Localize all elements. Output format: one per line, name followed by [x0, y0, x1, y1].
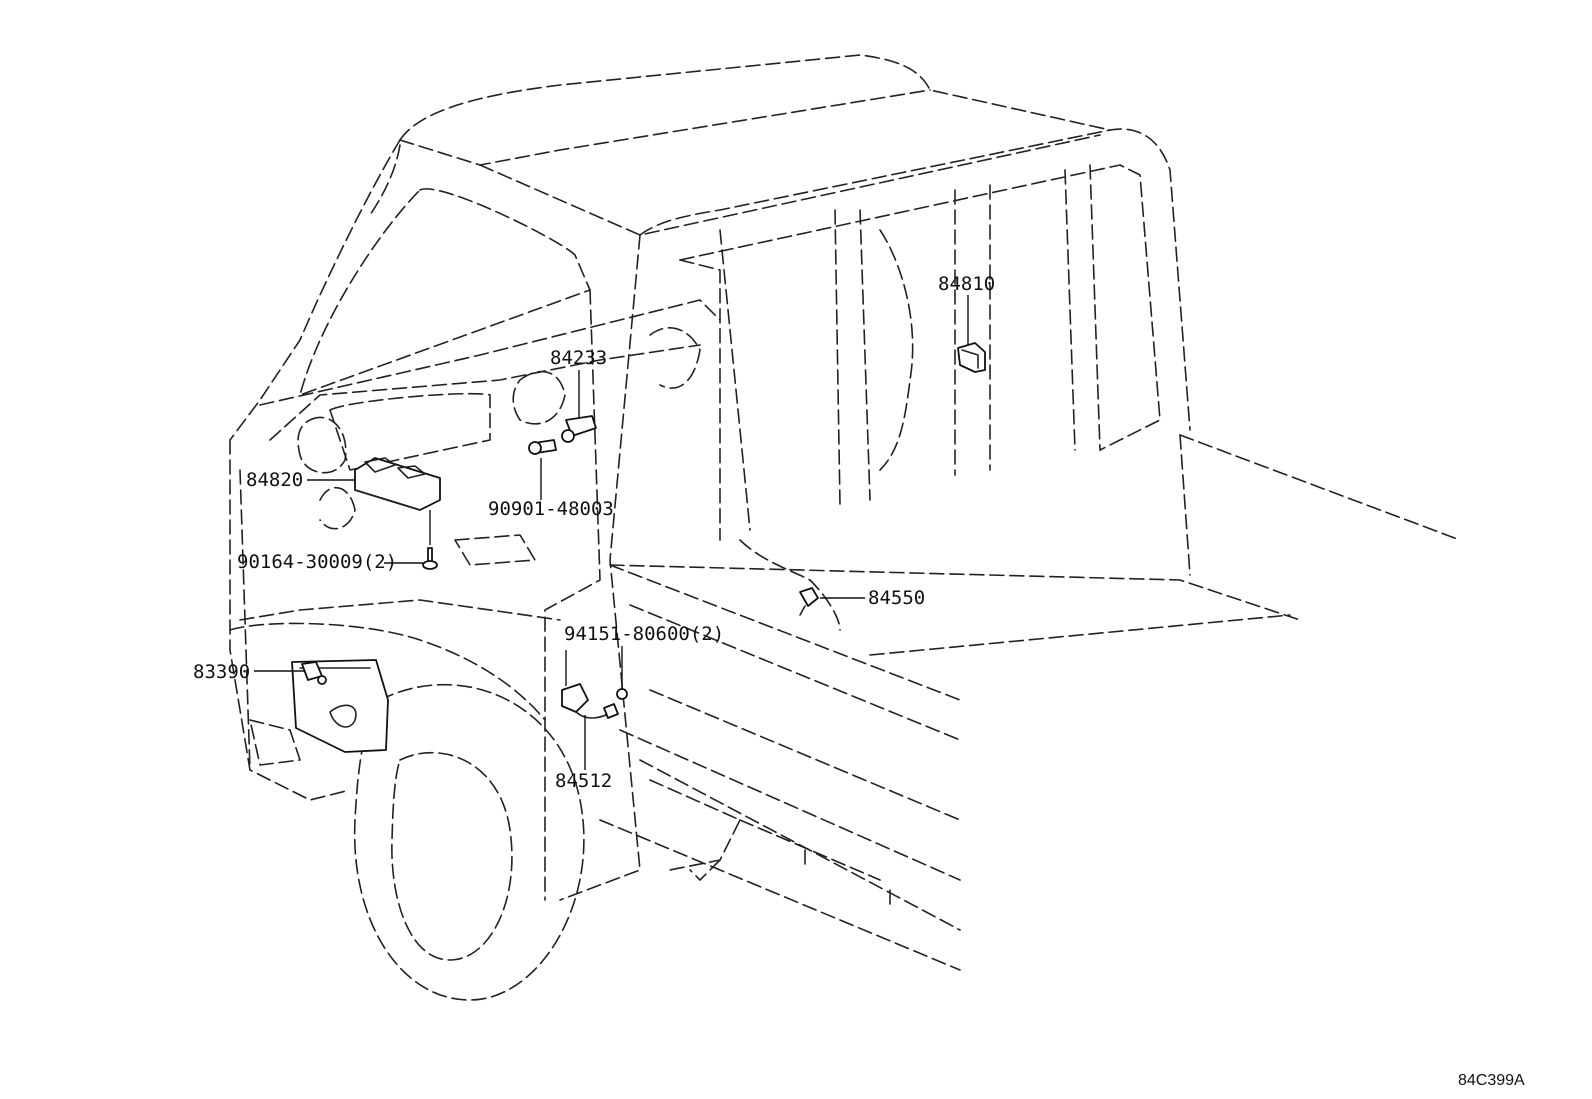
part-labels: 84810 84233 84820 90901-48003 90164-3000…	[193, 273, 1525, 1089]
part-90901-48003-screw[interactable]	[528, 439, 557, 455]
label-83390: 83390	[193, 661, 250, 683]
label-84820: 84820	[246, 469, 303, 491]
part-84820-window-switch[interactable]	[354, 457, 441, 511]
part-84512-switch[interactable]	[561, 683, 619, 719]
label-84810: 84810	[938, 273, 995, 295]
part-94151-80600-nut[interactable]	[616, 688, 628, 700]
leader-lines	[254, 295, 969, 770]
parts	[291, 342, 986, 753]
label-84512: 84512	[555, 770, 612, 792]
label-84233: 84233	[550, 347, 607, 369]
part-84550-switch[interactable]	[799, 587, 819, 616]
part-84810-switch[interactable]	[957, 342, 986, 373]
label-94151-80600: 94151-80600(2)	[564, 623, 724, 645]
label-84550: 84550	[868, 587, 925, 609]
part-90164-30009-screw[interactable]	[422, 547, 438, 570]
reference-code: 84C399A	[1458, 1072, 1525, 1089]
part-84233-switch[interactable]	[561, 415, 597, 443]
part-83390-lamp-switch[interactable]	[291, 659, 389, 753]
label-90901-48003: 90901-48003	[488, 498, 614, 520]
truck-outline	[229, 54, 1461, 1001]
label-90164-30009: 90164-30009(2)	[237, 551, 397, 573]
